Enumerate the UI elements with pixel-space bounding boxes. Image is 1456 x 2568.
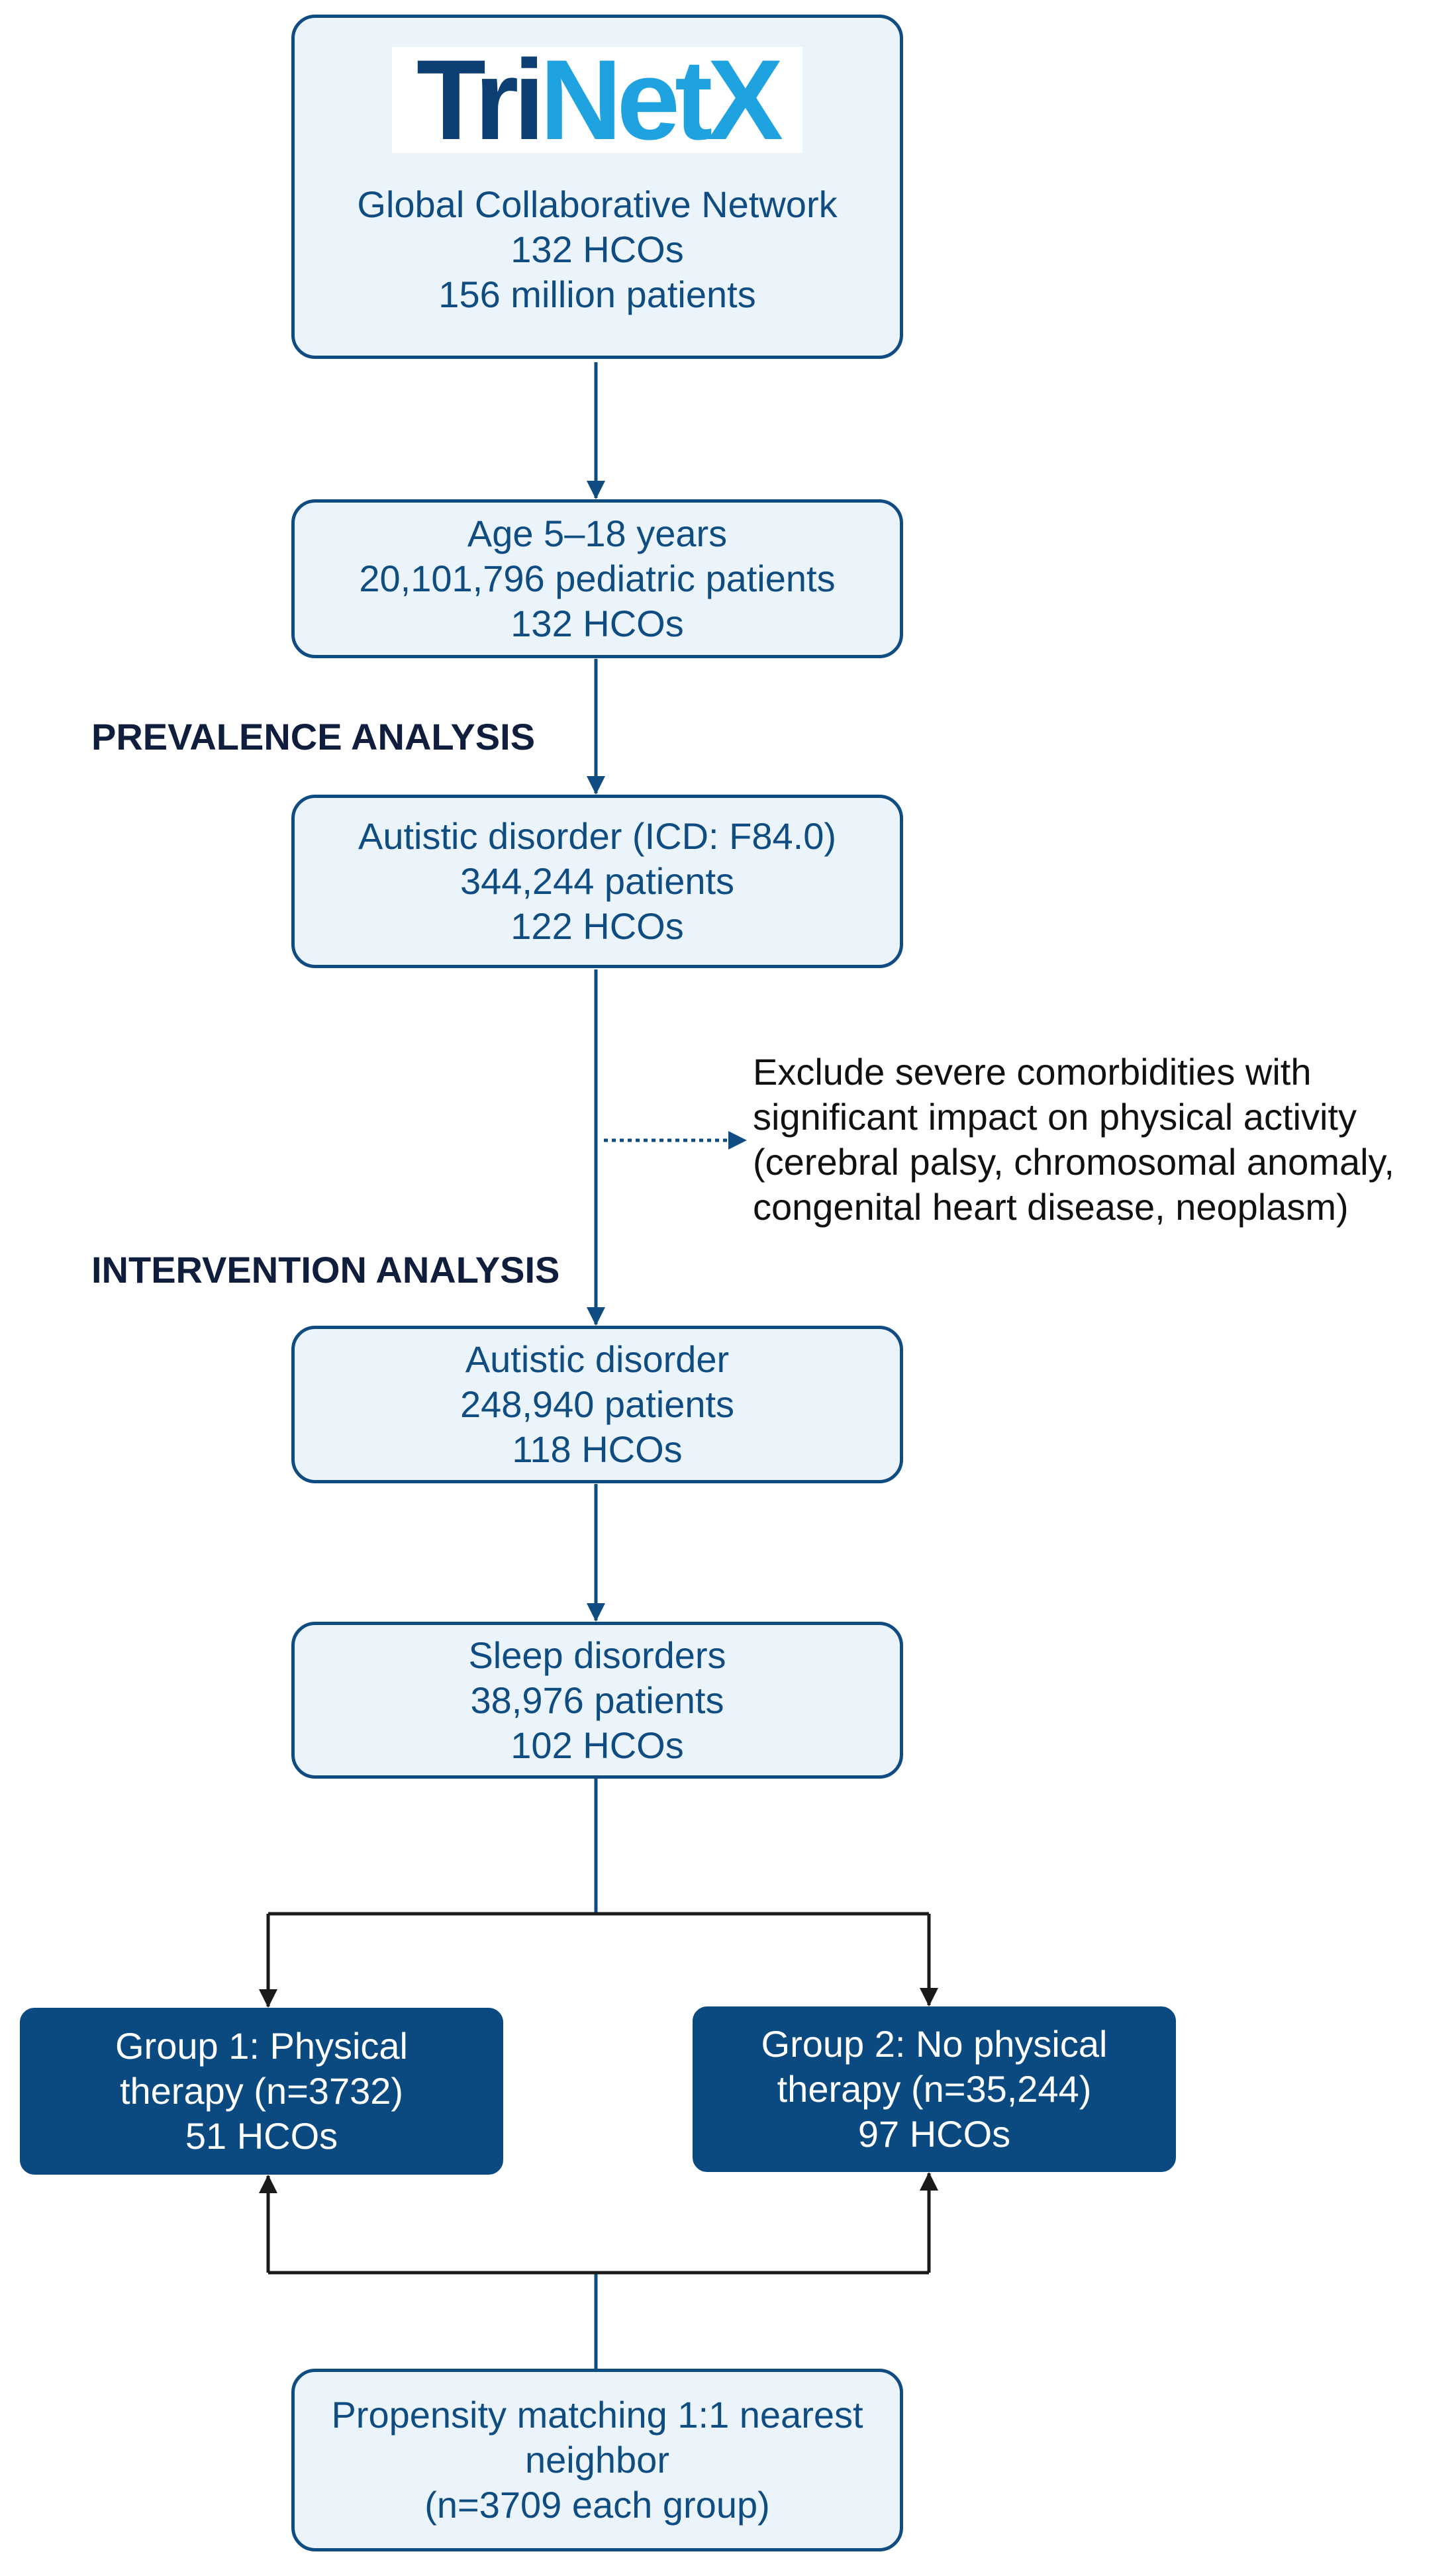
group2-box: Group 2: No physical therapy (n=35,244) …: [693, 2006, 1176, 2172]
group1-title: Group 1: Physical: [115, 2025, 408, 2067]
matching-subtitle: neighbor: [525, 2439, 669, 2481]
group1-hcos: 51 HCOs: [185, 2115, 338, 2157]
matching-box: Propensity matching 1:1 nearest neighbor…: [291, 2369, 903, 2551]
network-box: TriNetX Global Collaborative Network 132…: [291, 15, 903, 359]
group2-hcos: 97 HCOs: [857, 2113, 1011, 2155]
autistic-hcos: 118 HCOs: [512, 1428, 683, 1470]
logo-wordmark: TriNetX: [416, 36, 783, 164]
group2-count: therapy (n=35,244): [777, 2068, 1092, 2110]
group2-title: Group 2: No physical: [761, 2023, 1108, 2065]
matching-title: Propensity matching 1:1 nearest: [331, 2394, 863, 2436]
exclusion-line-2: significant impact on physical activity: [753, 1096, 1357, 1138]
sleep-title: Sleep disorders: [468, 1634, 726, 1676]
network-title: Global Collaborative Network: [357, 183, 838, 225]
sleep-hcos: 102 HCOs: [510, 1724, 684, 1766]
network-hcos: 132 HCOs: [510, 228, 684, 270]
autistic-title: Autistic disorder: [465, 1338, 730, 1380]
exclusion-note: Exclude severe comorbidities with signif…: [753, 1050, 1394, 1230]
age-patients: 20,101,796 pediatric patients: [359, 558, 836, 599]
group1-box: Group 1: Physical therapy (n=3732) 51 HC…: [20, 2008, 503, 2175]
autistic-icd-title: Autistic disorder (ICD: F84.0): [358, 815, 836, 857]
group1-count: therapy (n=3732): [119, 2070, 404, 2112]
matching-count: (n=3709 each group): [424, 2484, 770, 2526]
split-merge-arrows: [259, 1912, 938, 2275]
autistic-icd-hcos: 122 HCOs: [510, 905, 684, 947]
network-patients: 156 million patients: [438, 273, 756, 315]
intervention-analysis-heading: INTERVENTION ANALYSIS: [91, 1249, 560, 1291]
autistic-icd-patients: 344,244 patients: [460, 860, 735, 902]
trinetx-logo: TriNetX: [392, 36, 802, 164]
exclusion-line-3: (cerebral palsy, chromosomal anomaly,: [753, 1141, 1394, 1183]
autistic-icd-box: Autistic disorder (ICD: F84.0) 344,244 p…: [291, 795, 903, 968]
autistic-patients: 248,940 patients: [460, 1383, 735, 1425]
autistic-box: Autistic disorder 248,940 patients 118 H…: [291, 1326, 903, 1483]
age-hcos: 132 HCOs: [510, 603, 684, 644]
sleep-patients: 38,976 patients: [470, 1679, 724, 1721]
exclusion-line-4: congenital heart disease, neoplasm): [753, 1186, 1349, 1228]
sleep-box: Sleep disorders 38,976 patients 102 HCOs: [291, 1622, 903, 1779]
age-title: Age 5–18 years: [467, 513, 728, 554]
exclusion-line-1: Exclude severe comorbidities with: [753, 1051, 1312, 1093]
age-box: Age 5–18 years 20,101,796 pediatric pati…: [291, 499, 903, 658]
prevalence-analysis-heading: PREVALENCE ANALYSIS: [91, 716, 536, 758]
